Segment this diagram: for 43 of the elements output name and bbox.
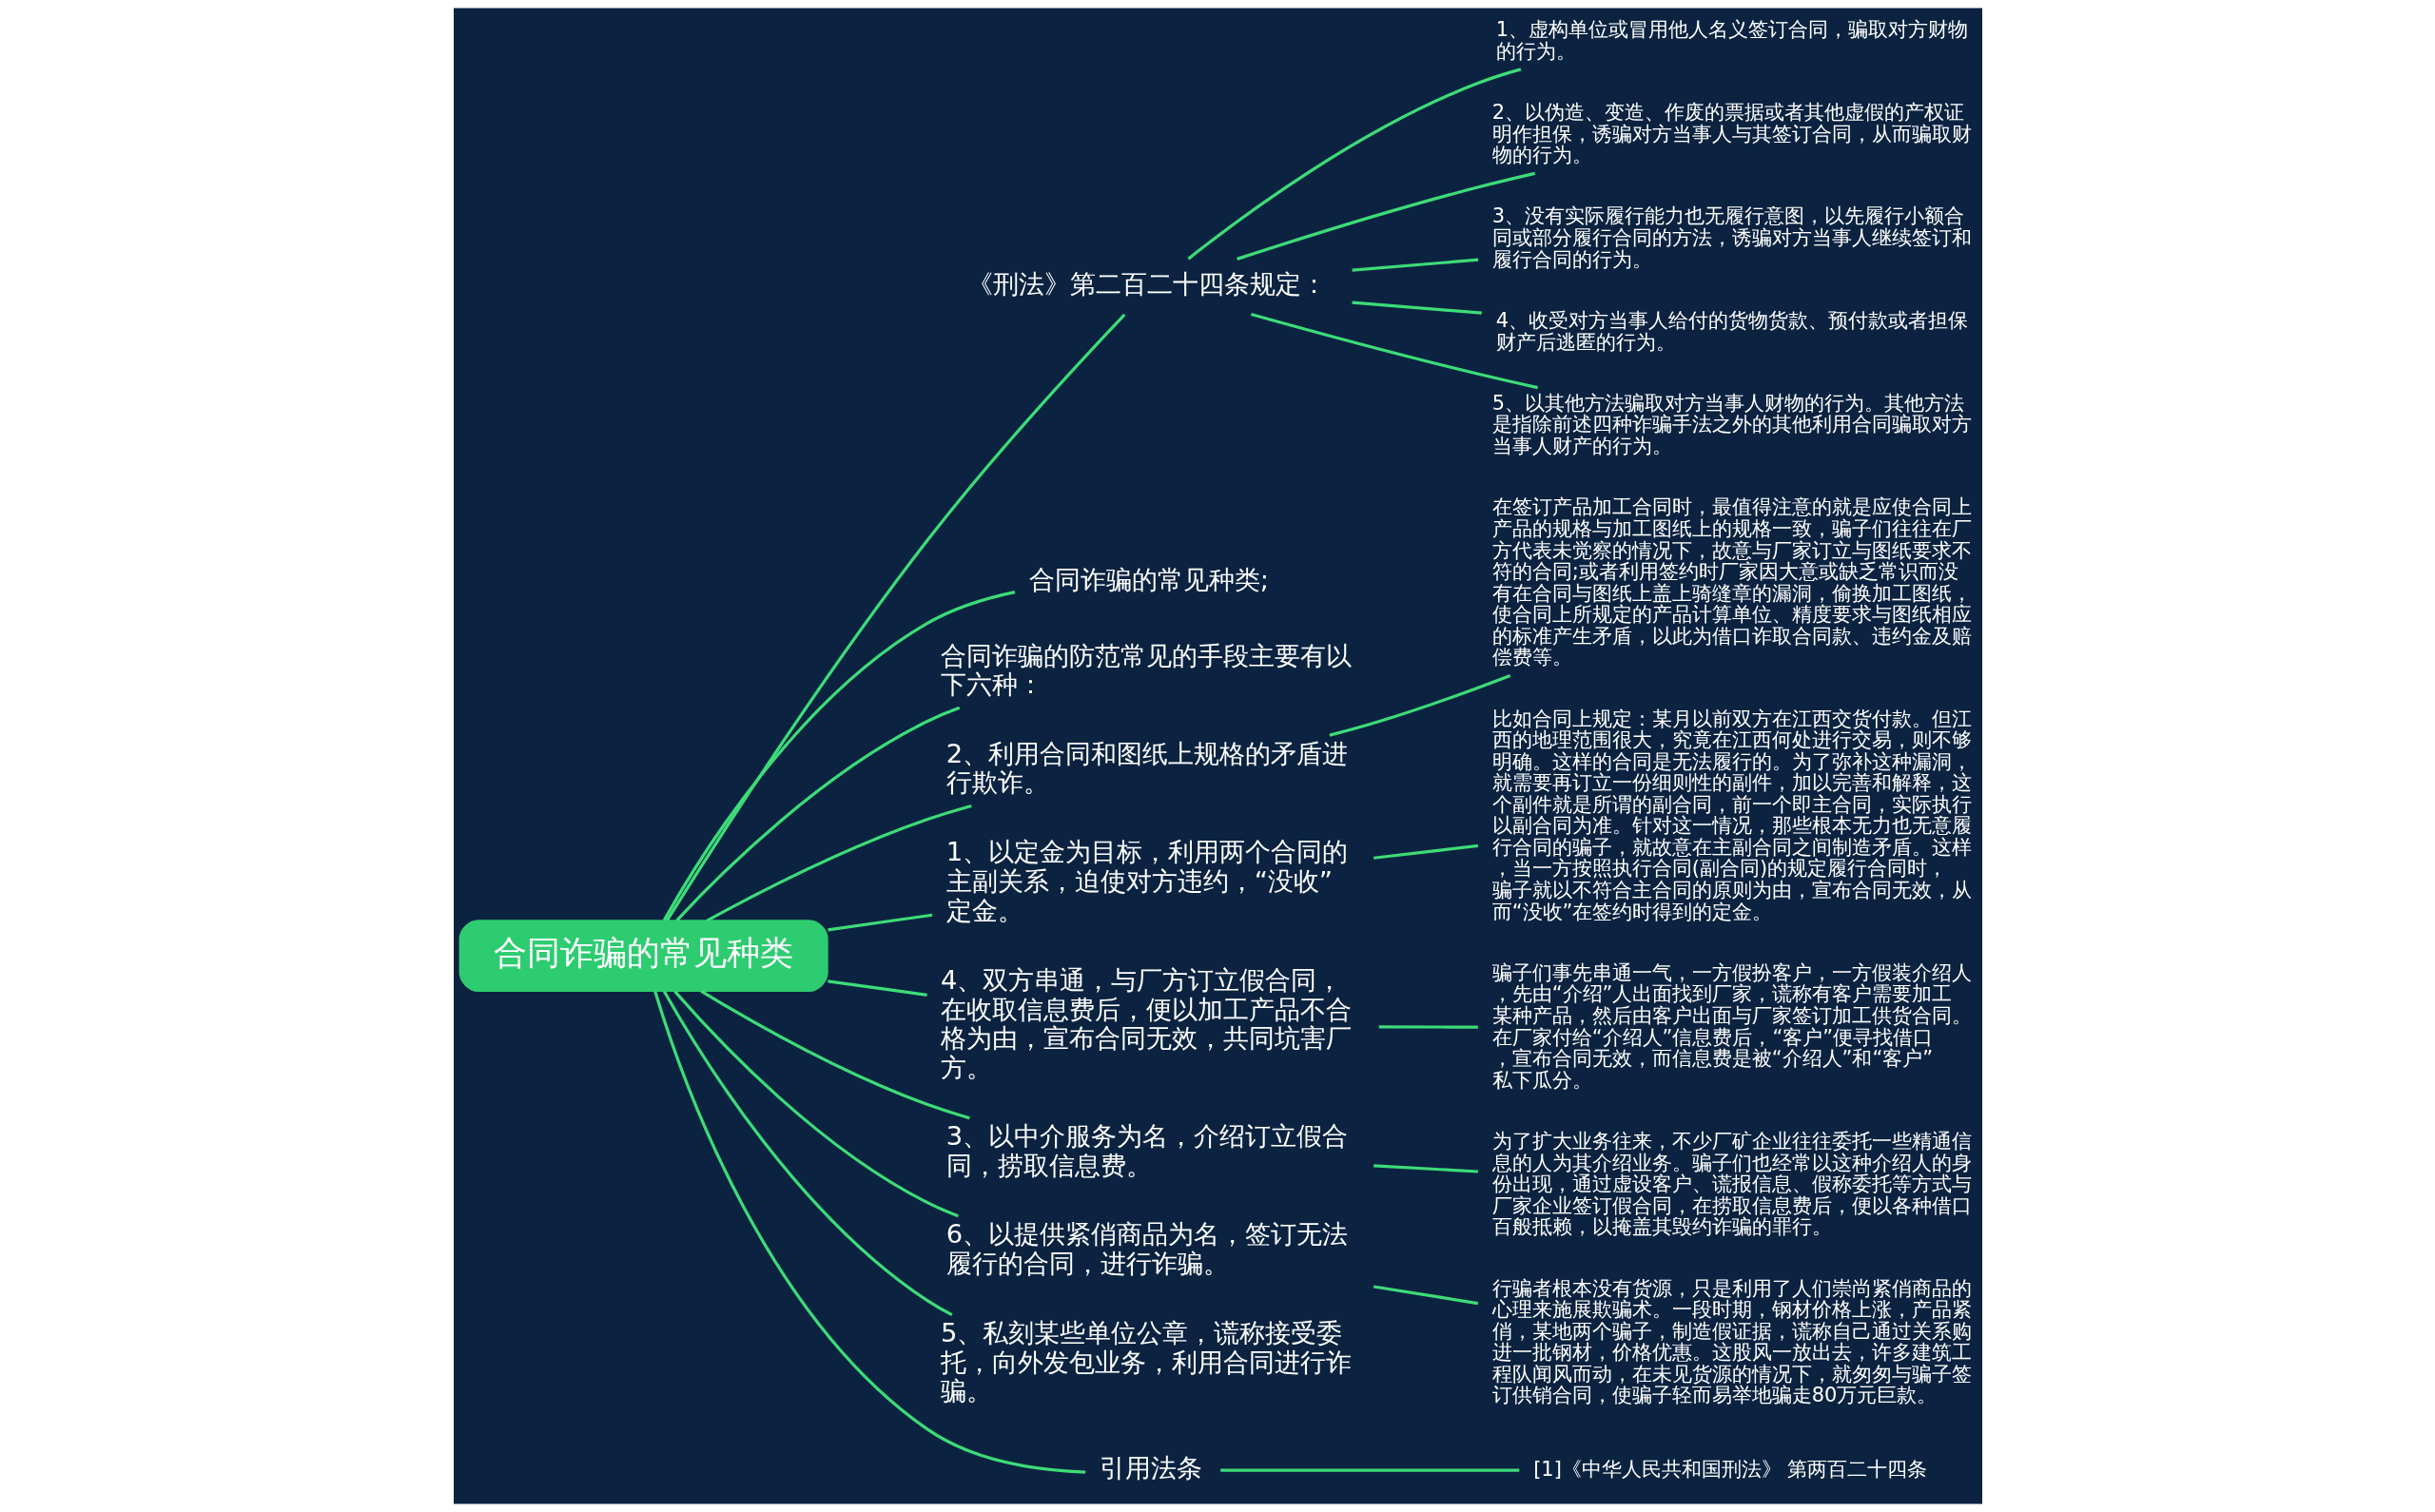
node-text: 2、以伪造、变造、作废的票据或者其他虚假的产权证明作担保，诱骗对方当事人与其签订合同，从而骗取财物的行为。 (1491, 100, 1972, 167)
node-text: 2、利用合同和图纸上规格的矛盾进行欺诈。 (945, 738, 1348, 798)
connector (1329, 673, 1510, 737)
node-text: 比如合同上规定：某月以前双方在江西交货付款。但江西的地理范围很大，究竟在江西何处进行交易，则不够明确。这样的合同是无法履行的。为了弥补这种漏洞，就需要再订立一份细则性的副件，加以完善和解释，这个副件就是所谓的副合同，前一个即主合同，实际执行以副合同为准。针对这一情况，那些根本无力也无意履行合同的骗子，就故意在主副合同之间制造矛盾。这样，当一方按照执行合同(副合同)的规定履行合同时，骗子就以不符合主合同的原则为由，宣布合同无效，从而“没收”在签约时得到的定金。 (1491, 707, 1972, 923)
node-text: [1]《中华人民共和国刑法》 第两百二十四条 (1532, 1457, 1927, 1481)
node-text: 3、没有实际履行能力也无履行意图，以先履行小额合同或部分履行合同的方法，诱骗对方当事人继续签订和履行合同的行为。 (1491, 204, 1972, 271)
connector (662, 990, 953, 1317)
connector (653, 991, 1085, 1474)
connector (662, 591, 1015, 921)
connector (706, 804, 972, 922)
node-text: 为了扩大业务往来，不少厂矿企业往往委托一些精通信息的人为其介绍业务。骗子们也经常以这种介绍人的身份出现，通过虚设客户、谎报信息、假称委托等方式与厂家企业签订假合同，在捞取信息费后，便以各种借口百般抵赖，以掩盖其毁约诈骗的罪行。 (1491, 1130, 1972, 1239)
node-text: 《刑法》第二百二十四条规定： (966, 269, 1327, 300)
node-text: 5、以其他方法骗取对方当事人财物的行为。其他方法是指除前述四种诈骗手法之外的其他利用合同骗取对方当事人财产的行为。 (1491, 391, 1972, 458)
node-text: 行骗者根本没有货源，只是利用了人们崇尚紧俏商品的心理来施展欺骗术。一段时期，钢材价格上涨，产品紧俏，某地两个骗子，制造假证据，谎称自己通过关系购进一批钢材，价格优惠。这股风一放出去，许多建筑工程队闻风而动，在未见货源的情况下，就匆匆与骗子签订供销合同，使骗子轻而易举地骗走80万元巨款。 (1491, 1276, 1972, 1407)
connector (1219, 1468, 1519, 1472)
connector (665, 313, 1125, 921)
connector (1352, 300, 1482, 315)
node-text: 5、私刻某些单位公章，谎称接受委托，向外发包业务，利用合同进行诈骗。 (940, 1318, 1352, 1406)
node-text: 4、双方串通，与厂方订立假合同，在收取信息费后，便以加工产品不合格为由，宣布合同无效，共同坑害厂方。 (940, 964, 1352, 1082)
node-text: 1、以定金为目标，利用两个合同的主副关系，迫使对方违约，“没收”定金。 (945, 837, 1348, 925)
connector (675, 706, 960, 921)
connector (1378, 1025, 1478, 1029)
connector (1373, 1285, 1478, 1306)
node-text: 合同诈骗的常见种类; (1028, 564, 1269, 594)
connector (1373, 843, 1478, 860)
connector (672, 990, 959, 1218)
node-text: 引用法条 (1099, 1452, 1202, 1483)
node-box: 合同诈骗的常见种类 (458, 920, 828, 992)
connector (1373, 1164, 1478, 1173)
connector (827, 913, 932, 932)
node-text: 合同诈骗的防范常见的手段主要有以下六种： (940, 640, 1352, 700)
connector (1352, 258, 1478, 272)
node-text: 6、以提供紧俏商品为名，签订无法履行的合同，进行诈骗。 (945, 1219, 1348, 1278)
node-text: 骗子们事先串通一气，一方假扮客户，一方假装介绍人，先由“介绍”人出面找到厂家，谎称有客户需要加工某种产品，然后由客户出面与厂家签订加工供货合同。在厂家付给“介绍人”信息费后，“客户”便寻找借口，宣布合同无效，而信息费是被“介绍人”和“客户”私下瓜分。 (1491, 960, 1972, 1092)
connector (1186, 68, 1521, 261)
node-text: 4、收受对方当事人给付的货物货款、预付款或者担保财产后逃匿的行为。 (1495, 308, 1968, 354)
node-text: 1、虚构单位或冒用他人名义签订合同，骗取对方财物的行为。 (1495, 18, 1968, 63)
node-text: 在签订产品加工合同时，最值得注意的就是应使合同上产品的规格与加工图纸上的规格一致，骗子们往往在厂方代表未觉察的情况下，故意与厂家订立与图纸要求不符的合同;或者利用签约时厂家因大意或缺乏常识而没有在合同与图纸上盖上骑缝章的漏洞，偷换加工图纸，使合同上所规定的产品计算单位、精度要求与图纸相应的标准产生矛盾，以此为借口诈取合同款、违约金及赔偿费等。 (1491, 495, 1972, 669)
connector (1250, 312, 1538, 390)
node-text: 3、以中介服务为名，介绍订立假合同，捞取信息费。 (945, 1121, 1348, 1180)
connector (700, 990, 970, 1120)
connector (827, 979, 927, 997)
connector (1236, 171, 1535, 261)
